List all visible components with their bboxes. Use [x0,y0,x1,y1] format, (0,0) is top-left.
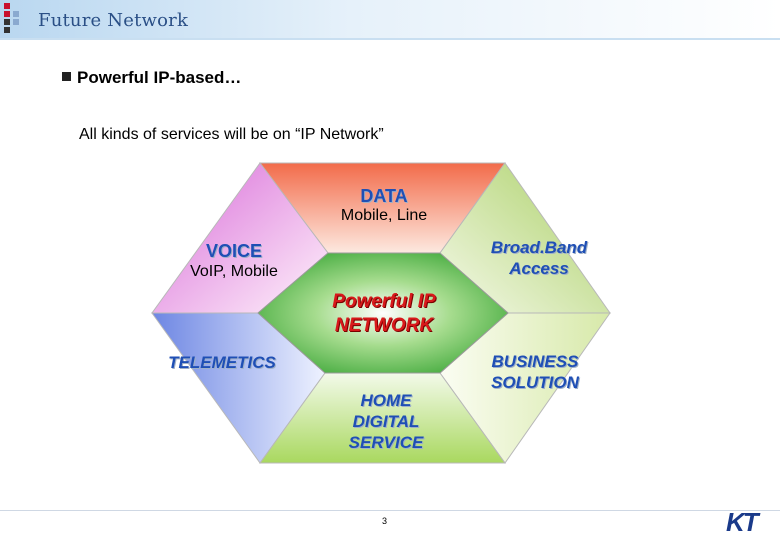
home-line1: HOME [360,391,412,410]
page-number: 3 [382,516,388,526]
voice-subtitle: VoIP, Mobile [190,263,278,280]
broadband-line1: Broad.Band [490,238,588,257]
home-label: HOME DIGITAL SERVICE [334,390,438,453]
home-line3: SERVICE [348,433,424,452]
business-line1: BUSINESS [491,352,579,371]
kt-logo: KT [726,507,759,537]
header-divider [0,38,780,40]
bullet-heading: Powerful IP-based… [62,68,241,88]
bullet-text: Powerful IP-based… [77,68,242,87]
segment-center [257,252,509,374]
header-band [0,0,780,38]
business-line2: SOLUTION [491,373,579,392]
broadband-label: Broad.Band Access [476,237,602,279]
page-title: Future Network [38,10,189,31]
center-label: Powerful IP NETWORK [310,290,458,338]
business-label: BUSINESS SOLUTION [476,351,594,393]
bullet-square-icon [62,72,71,81]
home-line2: DIGITAL [352,412,420,431]
data-title: DATA [360,186,408,206]
intro-text: All kinds of services will be on “IP Net… [79,126,384,143]
corner-squares-logo [0,0,30,38]
center-line1: Powerful IP [332,291,436,312]
center-line2: NETWORK [334,315,434,336]
telemetics-title: TELEMETICS [168,353,276,372]
broadband-line2: Access [509,259,569,278]
footer-divider [0,510,780,511]
voice-title: VOICE [205,241,262,261]
data-subtitle: Mobile, Line [340,207,428,224]
